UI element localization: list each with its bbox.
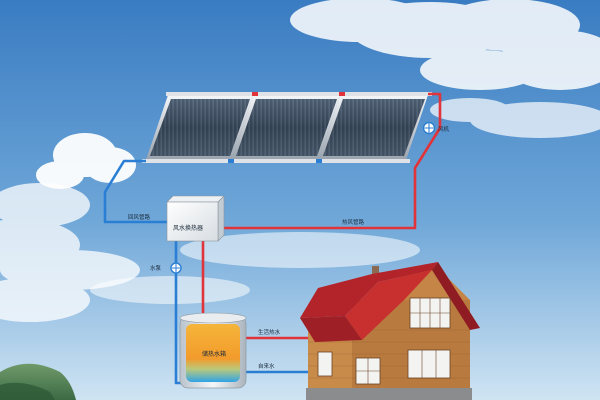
solar-collector-array <box>142 92 432 163</box>
roof-lower <box>300 316 362 342</box>
hot-joint-2 <box>339 92 345 96</box>
storage-tank <box>179 312 247 389</box>
piping <box>103 92 442 385</box>
tap-water-label: 自来水 <box>258 362 275 370</box>
solar-panel-3 <box>319 95 428 160</box>
fan-label: 风机 <box>438 125 450 133</box>
window-mullions <box>356 298 450 384</box>
cold-joint-2 <box>316 159 322 163</box>
cloud-haze <box>90 232 420 304</box>
collector-top-header <box>166 92 432 96</box>
hot-joint-1 <box>252 92 258 96</box>
window-ground-right <box>407 349 451 379</box>
pump-icon <box>170 262 182 274</box>
cloud-top-right <box>290 0 600 90</box>
roof-left <box>300 262 438 318</box>
solar-panel-2 <box>232 95 340 160</box>
window-side <box>317 351 333 377</box>
fan-icon <box>422 121 436 135</box>
hot-water-label: 生活热水 <box>258 328 281 336</box>
solar-panel-1 <box>146 95 253 160</box>
return-air-pipe-label: 回风管路 <box>128 213 151 221</box>
cloud-bottom-left <box>0 183 140 322</box>
pump-label: 水泵 <box>150 264 162 272</box>
cloud-mid-right <box>430 98 600 138</box>
roof-right-edge <box>432 262 480 330</box>
house-foundation <box>306 388 472 400</box>
chimney <box>372 266 379 280</box>
heat-exchanger <box>166 195 225 242</box>
tank-water <box>186 324 240 382</box>
hot-air-pipe-label: 热风管路 <box>342 218 365 226</box>
collector-bottom-header <box>142 159 410 163</box>
roof-front <box>345 270 432 340</box>
hill-shadow <box>0 382 55 400</box>
cold-joint-1 <box>228 159 234 163</box>
cloud-left <box>36 133 136 189</box>
house <box>300 262 480 400</box>
hot-air-pipe <box>222 92 442 230</box>
heat-exchanger-label: 风水换热器 <box>173 224 203 232</box>
clouds <box>0 0 600 322</box>
tank-label: 储热水箱 <box>202 350 226 358</box>
return-air-pipe <box>103 159 167 224</box>
